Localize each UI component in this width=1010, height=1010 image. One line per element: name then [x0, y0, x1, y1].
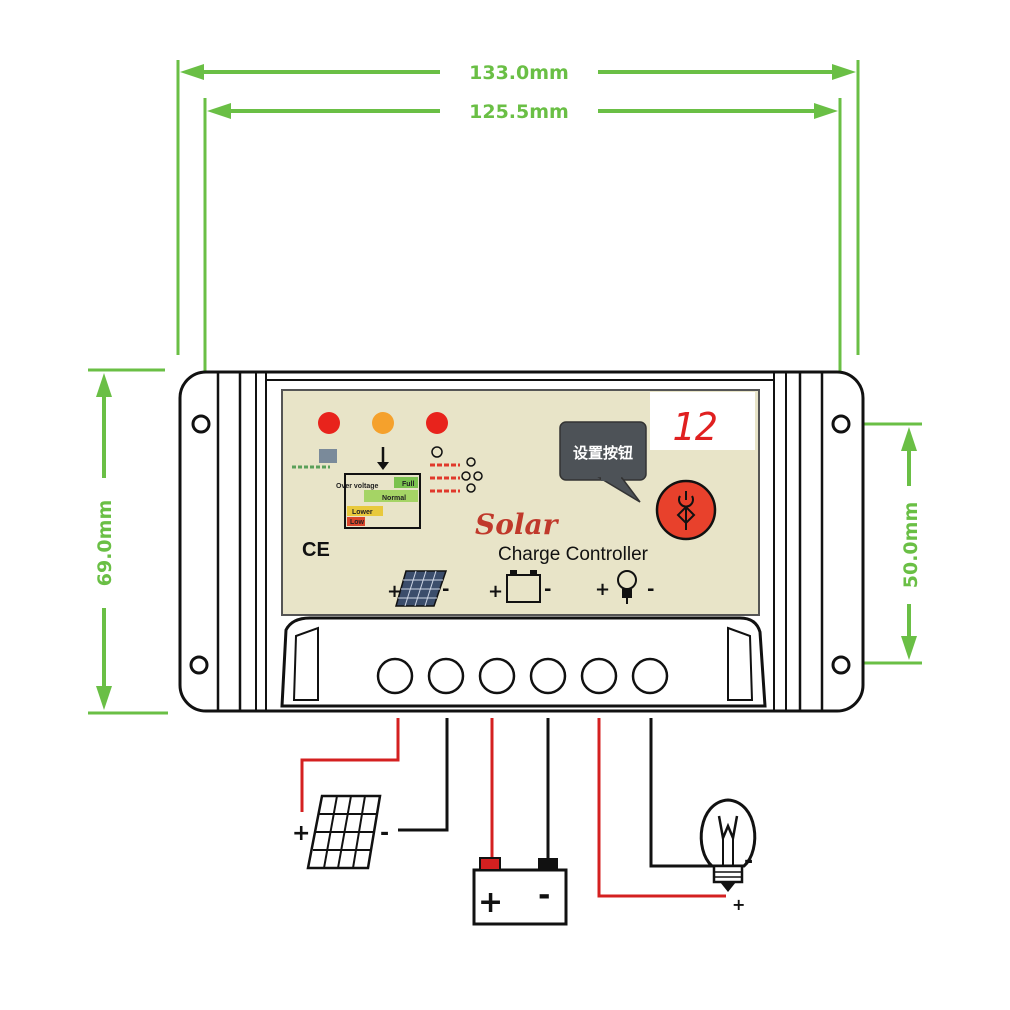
full-label: Full — [402, 481, 414, 488]
terminal-screw-5 — [580, 657, 618, 695]
external-load-minus: - — [744, 849, 753, 874]
solar-panel-icon — [306, 794, 382, 870]
hole-height-label: 50.0mm — [900, 502, 922, 588]
external-solar-panel: + - — [292, 794, 389, 870]
external-load-bulb: - + — [699, 798, 757, 914]
bulb-icon — [617, 570, 637, 604]
terminal-block — [280, 616, 767, 708]
hole-width-label: 125.5mm — [469, 101, 569, 123]
set-button-tooltip: 设置按钮 — [559, 421, 647, 503]
led-indicator-battery — [372, 412, 394, 434]
overall-height-label: 69.0mm — [94, 500, 116, 586]
solar-panel-icon — [395, 570, 448, 607]
external-battery: + - — [472, 857, 568, 926]
terminal-screw-1 — [376, 657, 414, 695]
display-value: 12 — [672, 405, 718, 449]
product-subtitle: Charge Controller — [498, 544, 649, 565]
lower-label: Lower — [352, 509, 373, 516]
mini-solar-icon — [319, 449, 337, 463]
terminal-screw-3 — [478, 657, 516, 695]
battery-icon — [472, 868, 568, 926]
terminal-screw-4 — [529, 657, 567, 695]
load-positive-wire — [597, 718, 726, 898]
tooltip-text: 设置按钮 — [573, 444, 633, 462]
bulb-icon — [699, 798, 757, 892]
low-label: Low — [350, 519, 365, 526]
battery-minus-sign: - — [544, 579, 551, 600]
led-indicator-panel — [318, 412, 340, 434]
load-minus-sign: - — [647, 579, 654, 600]
power-button-icon — [676, 491, 696, 530]
external-load-plus: + — [732, 895, 745, 914]
battery-plus-sign: + — [488, 581, 503, 602]
mounting-holes — [189, 414, 851, 675]
panel-negative-wire — [398, 718, 449, 832]
brand-logo: Solar — [475, 508, 560, 541]
indicator-leds — [318, 412, 448, 434]
load-negative-wire — [649, 718, 714, 868]
overall-width-label: 133.0mm — [469, 62, 569, 84]
terminal-screw-2 — [427, 657, 465, 695]
set-button[interactable] — [655, 479, 717, 541]
panel-positive-wire — [300, 718, 400, 812]
panel-legend: Over voltage Full Normal Lower Low — [292, 446, 483, 529]
over-voltage-label: Over voltage — [336, 483, 379, 490]
dimension-overall-width — [176, 60, 860, 355]
wires — [300, 718, 726, 898]
panel-minus-sign: - — [442, 579, 449, 600]
external-panel-plus: + — [292, 821, 310, 846]
mini-bulb-icon — [431, 446, 443, 458]
battery-icon — [506, 570, 541, 603]
load-plus-sign: + — [595, 579, 610, 600]
normal-label: Normal — [382, 495, 406, 502]
external-battery-minus: - — [538, 878, 550, 913]
digital-display: 12 — [650, 392, 755, 450]
panel-terminal-icons: + - + - + - — [387, 570, 654, 607]
ce-mark: CE — [302, 539, 330, 561]
dimension-hole-width — [203, 98, 842, 410]
external-battery-plus: + — [478, 885, 503, 920]
terminal-screw-6 — [631, 657, 669, 695]
dimension-overall-height — [88, 368, 168, 715]
external-panel-minus: - — [380, 821, 389, 846]
battery-level-icon — [344, 473, 421, 529]
led-indicator-load — [426, 412, 448, 434]
